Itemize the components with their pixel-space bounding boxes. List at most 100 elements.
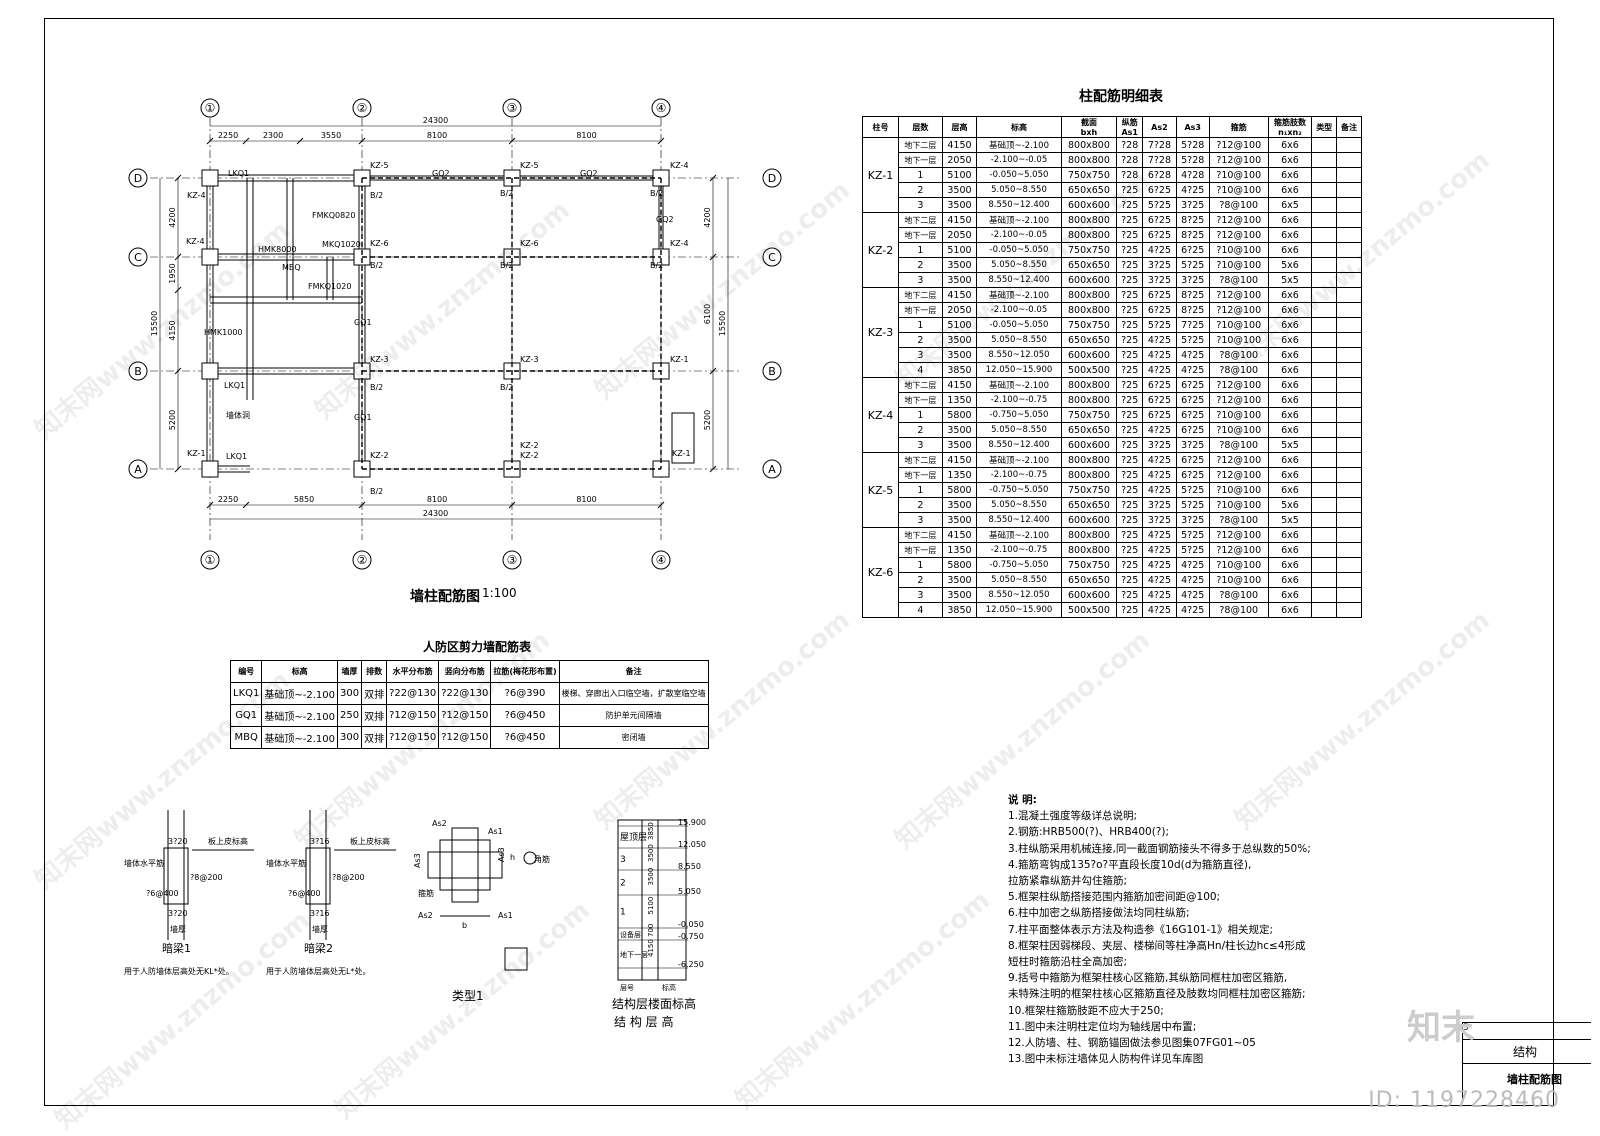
table-cell: 750x750: [1060, 407, 1118, 423]
table-cell: ?25: [1116, 557, 1144, 573]
table-cell: [1336, 347, 1362, 363]
table-cell: 5?25: [1142, 197, 1177, 213]
table-cell: [1311, 362, 1338, 378]
table-cell: 基础顶~-2.100: [261, 726, 338, 749]
dim-text: 4150: [168, 320, 177, 340]
axis-label: D: [768, 172, 776, 185]
table-cell: 6x6: [1267, 422, 1313, 438]
table-cell: 8?25: [1175, 287, 1210, 303]
plan-label: B/2: [500, 189, 513, 198]
axis-bubble: [352, 98, 372, 118]
table-cell: 4?25: [1175, 557, 1210, 573]
table-cell: 600x600: [1060, 347, 1118, 363]
table-cell: ?8@100: [1208, 197, 1269, 213]
table-cell: -0.750~5.050: [976, 482, 1062, 498]
table-cell: [1311, 557, 1338, 573]
table-cell: 4?28: [1175, 167, 1210, 183]
table-cell: 1350: [941, 542, 978, 558]
level-elev: -6.250: [678, 960, 704, 969]
dim-text: 5200: [703, 410, 712, 430]
plan-label: MBQ: [282, 263, 301, 272]
beam2-bottom: 3?16: [310, 909, 330, 918]
level-elev: 15.900: [678, 818, 706, 827]
beam1-bottom: 3?20: [168, 909, 188, 918]
title-discipline: 结构: [1513, 1045, 1538, 1059]
beam1-stirrup: ?8@200: [190, 873, 223, 882]
table-cell: [1311, 332, 1338, 348]
type1-as3-right: As3: [497, 847, 506, 862]
table-cell: ?25: [1116, 377, 1144, 393]
table-cell: ?12@150: [438, 726, 492, 749]
table-cell: 地下二层: [898, 527, 943, 543]
table-cell: 750x750: [1060, 167, 1118, 183]
table-cell: 4?25: [1142, 467, 1177, 483]
wall-table-header: 备注: [558, 660, 709, 683]
beam1-right-label: 板上皮标高: [208, 836, 248, 846]
table-cell: 12.050~15.900: [976, 602, 1062, 618]
table-cell: 600x600: [1060, 197, 1118, 213]
axis-bubble: [762, 459, 782, 479]
dim-tick: [508, 137, 516, 145]
table-cell: 6?25: [1175, 422, 1210, 438]
beam2-spacing: ?6@400: [288, 889, 321, 898]
column-table-header: 层高: [941, 116, 978, 138]
table-cell: [1336, 362, 1362, 378]
table-cell: 4?25: [1142, 557, 1177, 573]
level-elev: 12.050: [678, 840, 706, 849]
table-cell: [1336, 242, 1362, 258]
table-cell: 4?25: [1142, 602, 1177, 618]
table-cell: 650x650: [1060, 257, 1118, 273]
plan-label: 墙体洞: [226, 410, 250, 420]
table-cell: 8.550~12.400: [976, 272, 1062, 288]
table-cell: [1336, 197, 1362, 213]
table-cell: 650x650: [1060, 497, 1118, 513]
table-cell: [1311, 377, 1338, 393]
axis-bubble: [502, 98, 522, 118]
table-cell: 800x800: [1060, 467, 1118, 483]
plan-label: B/2: [370, 261, 383, 270]
table-cell: 地下一层: [898, 227, 943, 243]
level-elev: 5.050: [678, 887, 701, 896]
table-cell: 5.050~8.550: [976, 422, 1062, 438]
table-cell: 5100: [941, 317, 978, 333]
table-cell: 7?25: [1175, 317, 1210, 333]
title-block: 5 结构 墙柱配筋图: [1462, 1022, 1591, 1103]
plan-label: LKQ1: [224, 381, 245, 390]
table-cell: [1311, 212, 1338, 228]
table-cell: ?12@100: [1208, 452, 1269, 468]
table-cell: [1336, 182, 1362, 198]
title-stamp: 5: [1463, 1023, 1591, 1040]
plan-label: B/2: [370, 383, 383, 392]
note-item: 3.柱纵筋采用机械连接,同一截面钢筋接头不得多于总纵数的50%;: [1008, 842, 1311, 855]
table-cell: -0.050~5.050: [976, 317, 1062, 333]
table-cell: 6x6: [1267, 212, 1313, 228]
wall-table-header: 拉筋(梅花形布置): [490, 660, 560, 683]
table-cell: 基础顶~-2.100: [976, 137, 1062, 153]
column: [503, 248, 521, 266]
table-cell: -0.050~5.050: [976, 242, 1062, 258]
table-cell: ?25: [1116, 482, 1144, 498]
table-cell: 3500: [941, 497, 978, 513]
table-cell: 地下二层: [898, 137, 943, 153]
note-item: 短柱时箍筋沿柱全高加密;: [1008, 956, 1128, 969]
table-cell: [1311, 287, 1338, 303]
table-cell: [1311, 167, 1338, 183]
table-cell: 6x6: [1267, 302, 1313, 318]
plan-label: KZ-2: [520, 451, 539, 460]
table-cell: ?25: [1116, 347, 1144, 363]
levels-title2: 结 构 层 高: [614, 1014, 673, 1029]
column: [201, 248, 219, 266]
axis-bubble: [762, 247, 782, 267]
dim-tick: [358, 137, 366, 145]
table-cell: [1336, 587, 1362, 603]
table-cell: 6x6: [1267, 242, 1313, 258]
beam1-note: 用于人防墙体层高处无KL*处。: [124, 966, 234, 976]
